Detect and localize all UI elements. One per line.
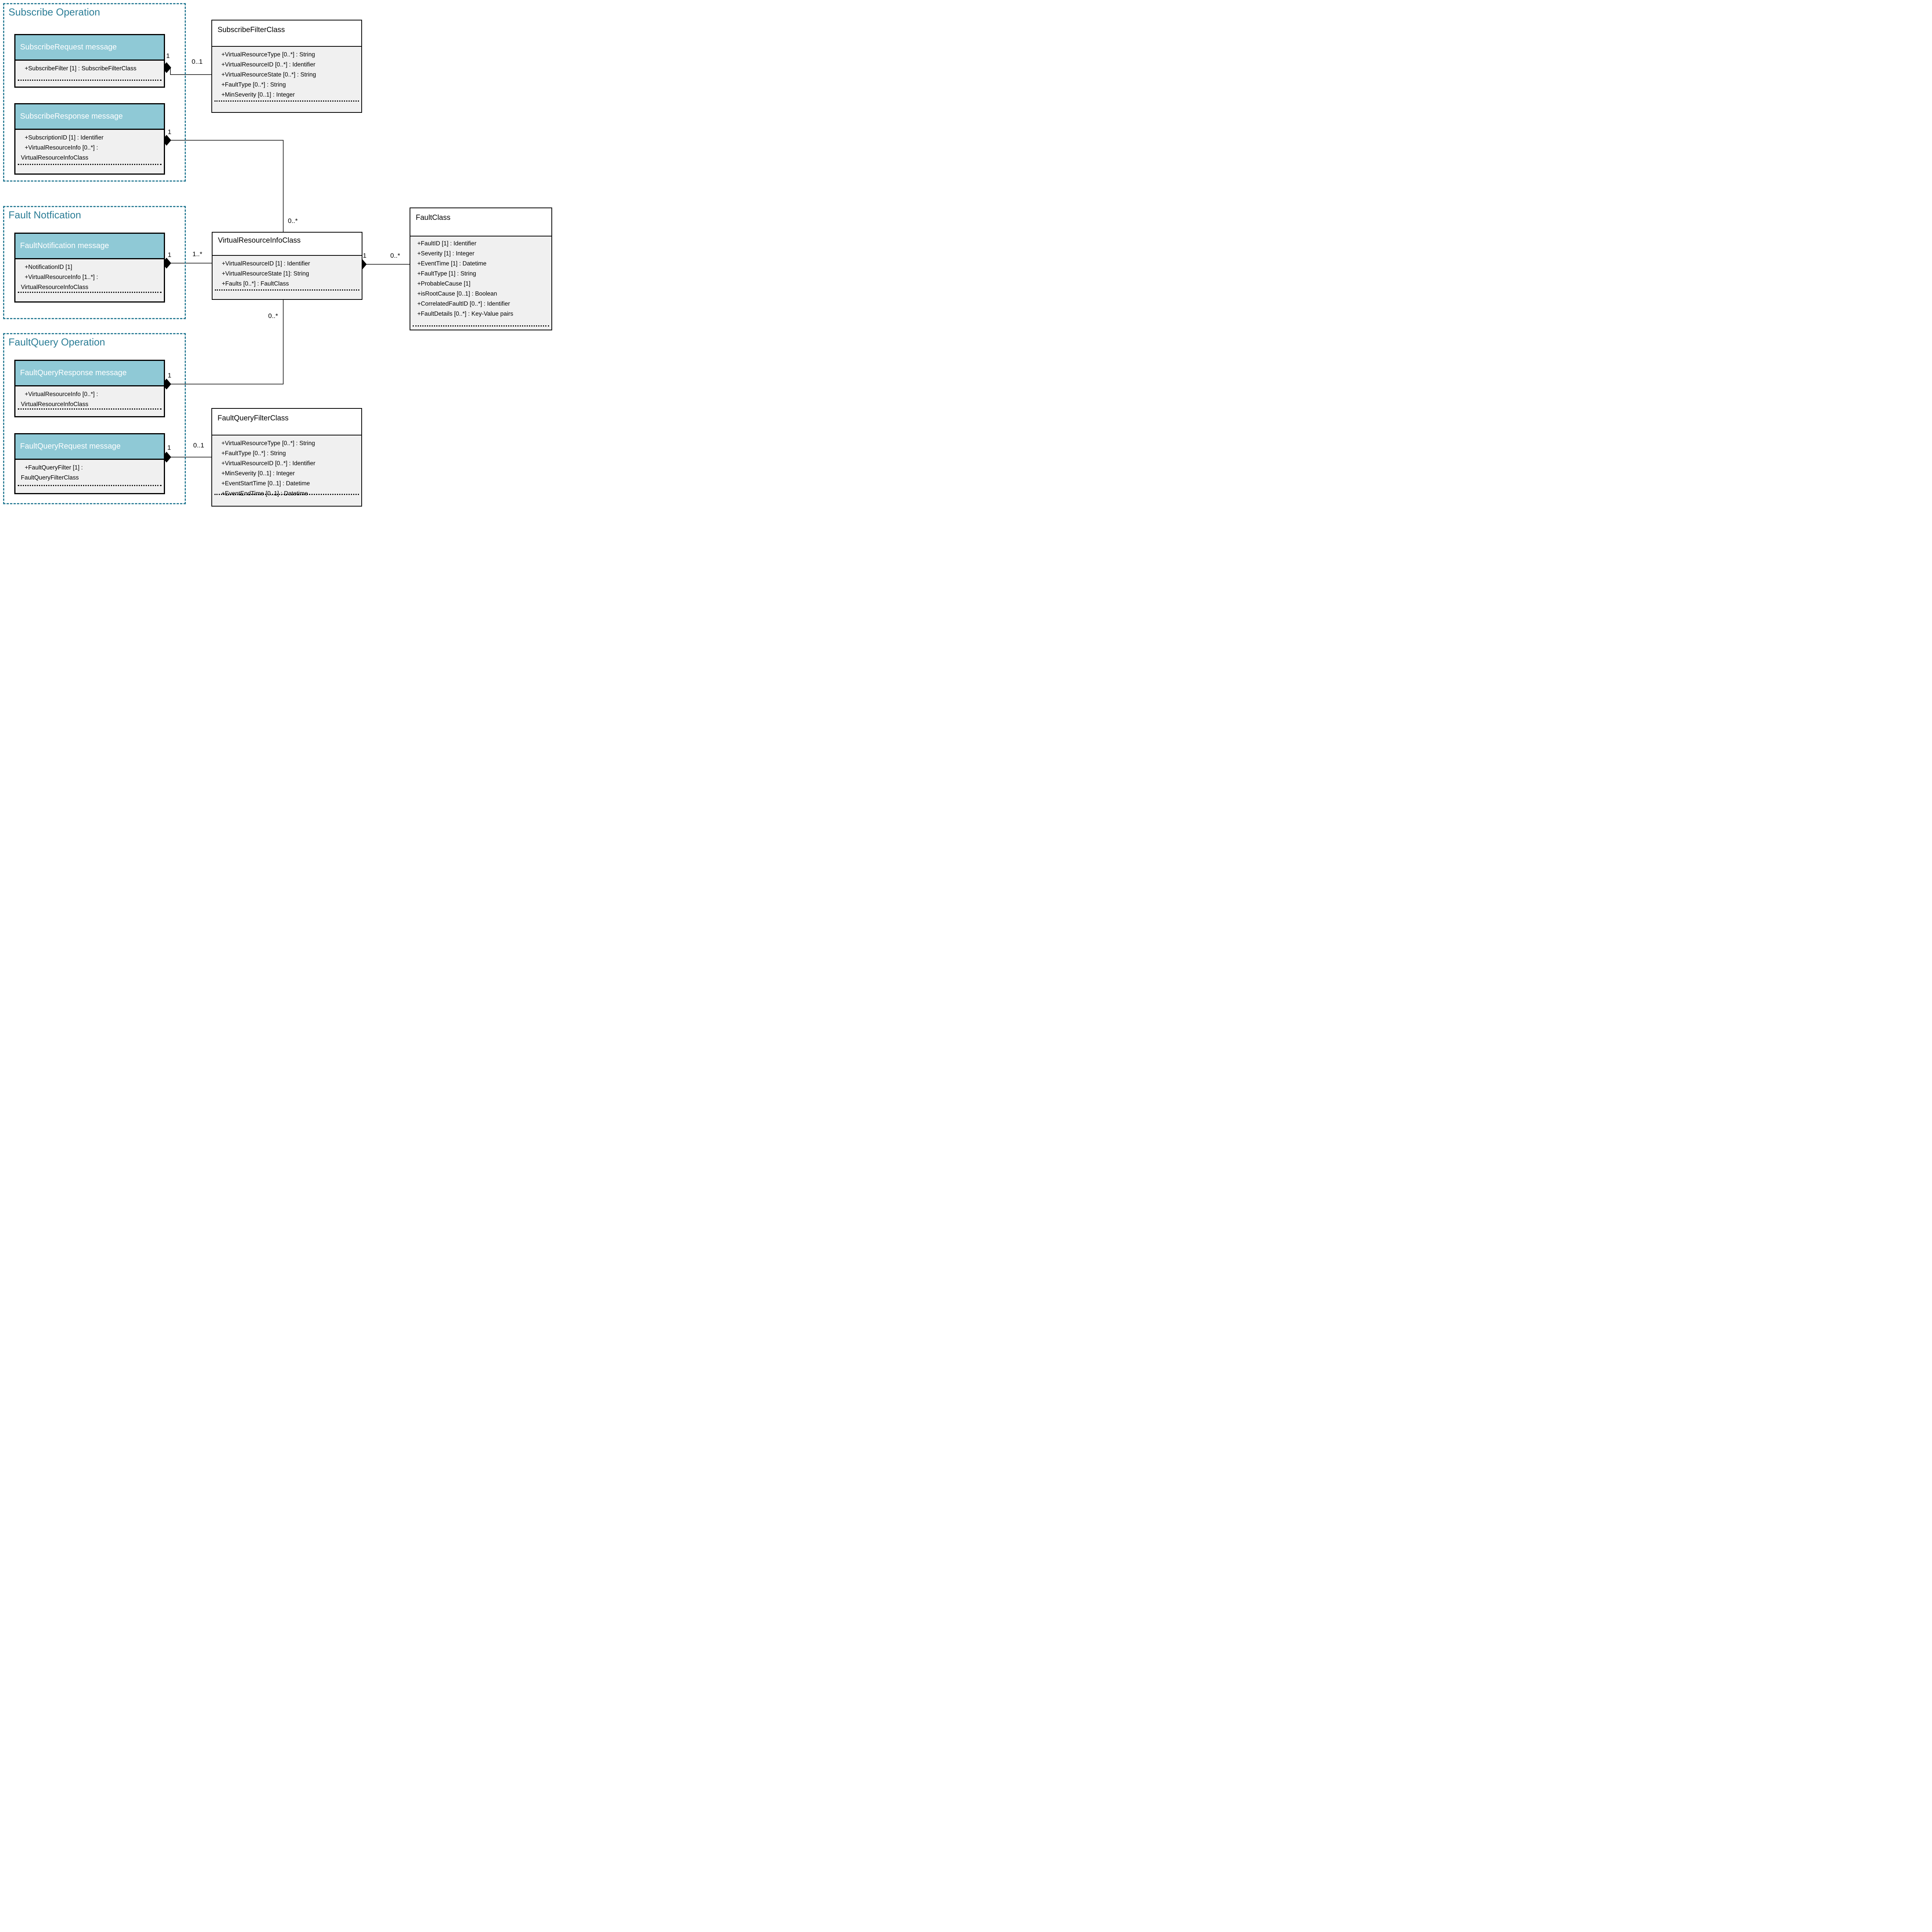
multiplicity-label: 0..1 [193,442,204,449]
attribute-compartment: +VirtualResourceID [1] : Identifier +Vir… [213,256,362,289]
multiplicity-label: 1 [363,252,367,259]
attribute: +Faults [0..*] : FaultClass [222,281,289,287]
attribute: +VirtualResourceType [0..*] : String [221,440,315,447]
message-title: SubscribeRequest message [20,43,117,51]
attribute: +NotificationID [1] [25,264,72,270]
attribute-separator [18,485,162,486]
attribute-compartment: +SubscriptionID [1] : Identifier +Virtua… [15,130,164,163]
attribute: +ProbableCause [1] [417,281,471,287]
attribute: +EventStartTime [0..1] : Datetime [221,480,310,487]
attribute-compartment: +FaultID [1] : Identifier +Severity [1] … [410,236,551,319]
section-title: FaultQuery Operation [9,336,105,348]
connector-subscriberesponse [170,140,284,232]
class-box-subscribefilterclass: SubscribeFilterClass +VirtualResourceTyp… [211,20,362,113]
class-box-faultqueryfilterclass: FaultQueryFilterClass +VirtualResourceTy… [211,408,362,507]
message-title: SubscribeResponse message [20,112,123,121]
section-fault-notification [3,206,186,319]
attribute: +isRootCause [0..1] : Boolean [417,291,497,297]
attribute: +MinSeverity [0..1] : Integer [221,470,295,477]
message-title: FaultNotification message [20,242,109,250]
multiplicity-label: 1 [168,128,172,136]
message-box-subscribe-request: SubscribeRequest message +SubscribeFilte… [14,34,165,88]
attribute: +FaultType [1] : String [417,270,476,277]
attribute-separator [413,325,549,327]
class-header: SubscribeFilterClass [212,20,361,47]
section-title: Subscribe Operation [9,6,100,18]
attribute: +FaultType [0..*] : String [221,82,286,88]
message-box-fault-notification: FaultNotification message +NotificationI… [14,233,165,303]
attribute: +VirtualResourceInfo [0..*] : [25,391,98,398]
uml-class-diagram: Subscribe Operation Fault Notfication Fa… [0,0,554,507]
section-faultquery-operation [3,333,186,504]
attribute: +FaultType [0..*] : String [221,450,286,457]
attribute-separator [18,164,162,165]
class-box-virtualresourceinfoclass: VirtualResourceInfoClass +VirtualResourc… [212,232,362,300]
multiplicity-label: 1 [166,52,170,60]
class-title: VirtualResourceInfoClass [218,236,301,245]
multiplicity-label: 1 [167,444,171,451]
message-box-faultquery-response: FaultQueryResponse message +VirtualResou… [14,360,165,417]
message-box-subscribe-response: SubscribeResponse message +SubscriptionI… [14,103,165,175]
class-title: SubscribeFilterClass [218,26,285,34]
class-title: FaultClass [416,214,451,222]
attribute: +SubscriptionID [1] : Identifier [25,134,104,141]
attribute-separator [18,80,162,81]
multiplicity-label: 1..* [192,250,202,258]
attribute: +VirtualResourceInfo [0..*] : [25,145,98,151]
attribute: +VirtualResourceID [0..*] : Identifier [221,460,316,467]
message-box-faultquery-request: FaultQueryRequest message +FaultQueryFil… [14,433,165,494]
attribute-compartment: +VirtualResourceType [0..*] : String +Vi… [212,47,361,100]
message-title: FaultQueryRequest message [20,442,121,451]
multiplicity-label: 0..* [288,217,298,224]
attribute: +VirtualResourceState [0..*] : String [221,71,316,78]
attribute: FaultQueryFilterClass [21,474,79,481]
attribute: +Severity [1] : Integer [417,250,474,257]
message-title: FaultQueryResponse message [20,369,127,377]
class-box-faultclass: FaultClass +FaultID [1] : Identifier +Se… [410,207,552,330]
multiplicity-label: 0..* [390,252,400,259]
class-header: FaultClass [410,208,551,236]
attribute: +VirtualResourceType [0..*] : String [221,51,315,58]
class-header: FaultQueryFilterClass [212,409,361,435]
attribute: +SubscribeFilter [1] : SubscribeFilterCl… [25,65,137,72]
attribute: +MinSeverity [0..1] : Integer [221,92,295,98]
attribute: +VirtualResourceID [1] : Identifier [222,260,310,267]
message-header: SubscribeRequest message [15,35,164,61]
attribute-separator [214,100,359,102]
attribute: +VirtualResourceState [1]: String [222,270,309,277]
attribute: +EventEndTime [0..1] : Datetime [221,490,308,497]
section-title: Fault Notfication [9,209,81,221]
message-header: FaultNotification message [15,234,164,259]
attribute-compartment: +FaultQueryFilter [1] : FaultQueryFilter… [15,460,164,483]
attribute-separator [18,292,162,293]
connector-faultqueryresponse [170,300,284,384]
class-title: FaultQueryFilterClass [218,414,289,422]
multiplicity-label: 0..1 [192,58,203,65]
message-header: FaultQueryRequest message [15,434,164,460]
multiplicity-label: 0..* [268,312,278,320]
attribute: VirtualResourceInfoClass [21,401,88,408]
attribute-compartment: +SubscribeFilter [1] : SubscribeFilterCl… [15,61,164,74]
attribute: +CorrelatedFaultID [0..*] : Identifier [417,301,510,307]
attribute-separator [18,408,162,410]
attribute: +FaultQueryFilter [1] : [25,464,83,471]
attribute-compartment: +VirtualResourceInfo [0..*] : VirtualRes… [15,386,164,410]
attribute: VirtualResourceInfoClass [21,155,88,161]
attribute-compartment: +VirtualResourceType [0..*] : String +Fa… [212,435,361,499]
section-subscribe-operation [3,3,186,182]
attribute-separator [215,289,359,291]
attribute: +VirtualResourceInfo [1..*] : [25,274,98,281]
multiplicity-label: 1 [168,251,172,259]
multiplicity-label: 1 [168,372,172,379]
attribute-compartment: +NotificationID [1] +VirtualResourceInfo… [15,259,164,293]
message-header: SubscribeResponse message [15,104,164,130]
attribute: +VirtualResourceID [0..*] : Identifier [221,61,316,68]
class-header: VirtualResourceInfoClass [213,233,362,256]
attribute: VirtualResourceInfoClass [21,284,88,291]
message-header: FaultQueryResponse message [15,361,164,386]
attribute: +EventTime [1] : Datetime [417,260,487,267]
attribute: +FaultDetails [0..*] : Key-Value pairs [417,311,514,317]
attribute-separator [214,494,359,495]
attribute: +FaultID [1] : Identifier [417,240,476,247]
